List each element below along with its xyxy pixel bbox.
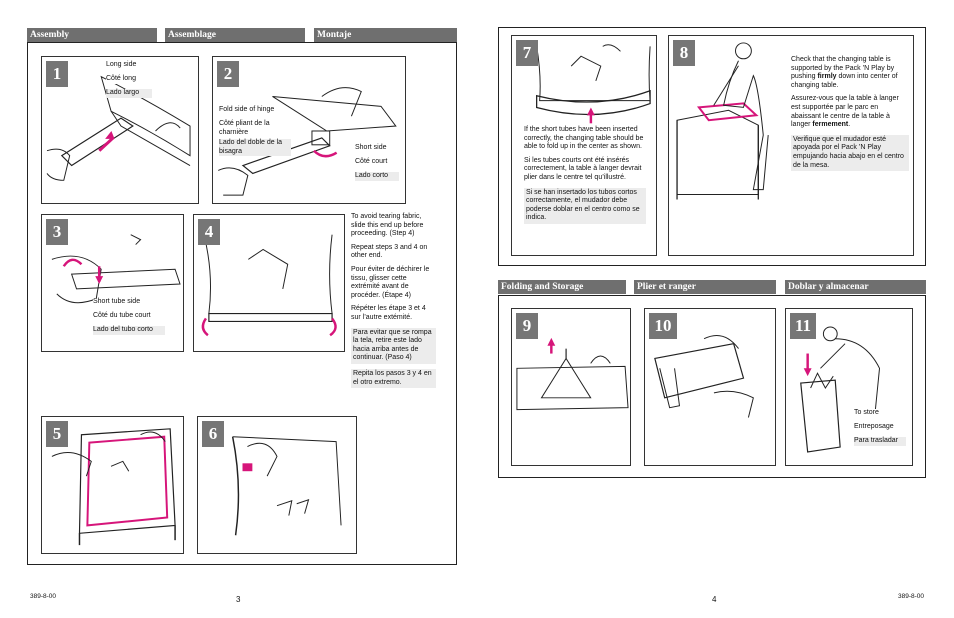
step-4-illustration xyxy=(201,234,337,337)
header-doblar-almacenar: Doblar y almacenar xyxy=(785,280,926,294)
step-8-text-fr: Assurez-vous que la table à langer est s… xyxy=(791,95,909,129)
step-7-text-en: If the short tubes have been inserted co… xyxy=(524,126,644,151)
step-6-number: 6 xyxy=(202,421,224,447)
header-montaje: Montaje xyxy=(314,28,457,42)
step-3-illustration xyxy=(51,234,181,304)
step-8-fr-post: . xyxy=(848,121,851,129)
step-5-panel: 5 xyxy=(41,416,184,554)
step-10-illustration xyxy=(654,335,754,418)
step-10-number: 10 xyxy=(649,313,677,339)
step-8-panel: 8 Check that the changing table is suppo… xyxy=(668,35,914,256)
step-11-illustration xyxy=(800,326,881,453)
step-3-number: 3 xyxy=(46,219,68,245)
instruction-en-2: Repeat steps 3 and 4 on other end. xyxy=(351,243,428,260)
instruction-en-1: To avoid tearing fabric, slide this end … xyxy=(351,213,424,238)
step-9-panel: 9 xyxy=(511,308,631,466)
step-8-en-pre: Check that the changing table is support… xyxy=(791,56,895,81)
step-5-illustration xyxy=(51,428,176,546)
step-1-number: 1 xyxy=(46,61,68,87)
step-8-en-post: down into center of changing table. xyxy=(791,73,898,89)
left-page-frame xyxy=(27,42,457,565)
step-7-text-fr: Si les tubes courts ont été insérés corr… xyxy=(524,156,642,181)
right-page-frame-top xyxy=(498,27,926,266)
right-footer-code: 389-8-00 xyxy=(898,593,925,600)
step-2-illustration xyxy=(218,87,397,196)
step-2-hinge-label-es: Lado del doble de la bisagra xyxy=(219,139,291,156)
step-8-number: 8 xyxy=(673,40,695,66)
step-11-label-en: To store xyxy=(854,409,879,418)
step-4-panel: 4 xyxy=(193,214,345,352)
step-7-text-es: Si se han insertado los tubos cortos cor… xyxy=(524,187,646,224)
header-folding-storage: Folding and Storage xyxy=(498,280,626,294)
step-4-number: 4 xyxy=(198,219,220,245)
step-7-illustration xyxy=(536,44,651,124)
step-2-hinge-label-fr: Côté pliant de la charnière xyxy=(219,120,281,137)
header-assemblage: Assemblage xyxy=(165,28,305,42)
step-6-panel: 6 xyxy=(197,416,357,554)
step-2-hinge-label-en: Fold side of hinge xyxy=(219,106,275,115)
step-1-illustration xyxy=(46,75,191,181)
step-11-label-es: Para trasladar xyxy=(854,437,906,446)
header-assembly: Assembly xyxy=(27,28,157,42)
step-11-number: 11 xyxy=(790,313,816,339)
right-page-frame-bottom xyxy=(498,295,926,478)
left-page-number: 3 xyxy=(236,595,241,604)
step-3-panel: 3 Short tube side Côté du tube court Lad… xyxy=(41,214,184,352)
step-11-panel: 11 To store Entreposage Para trasladar xyxy=(785,308,913,466)
right-page-number: 4 xyxy=(712,595,717,604)
instruction-es-2: Repita los pasos 3 y 4 en el otro extrem… xyxy=(351,368,436,389)
step-1-label-fr: Côté long xyxy=(106,75,136,84)
step-7-number: 7 xyxy=(516,40,538,66)
step-8-text-en: Check that the changing table is support… xyxy=(791,56,909,90)
step-3-label-es: Lado del tubo corto xyxy=(93,326,165,335)
step-10-panel: 10 xyxy=(644,308,776,466)
step-8-illustration xyxy=(676,42,769,200)
step-8-fr-pre: Assurez-vous que la table à langer est s… xyxy=(791,95,899,129)
step-9-illustration xyxy=(516,337,629,411)
step-3-label-fr: Côté du tube court xyxy=(93,312,151,321)
steps-3-4-instructions: To avoid tearing fabric, slide this end … xyxy=(351,213,436,393)
step-2-number: 2 xyxy=(217,61,239,87)
step-2-short-label-fr: Côté court xyxy=(355,158,388,167)
step-8-en-bold: firmly xyxy=(817,73,837,81)
step-5-number: 5 xyxy=(46,421,68,447)
instruction-fr-1: Pour éviter de déchirer le tissu, glisse… xyxy=(351,265,430,299)
instruction-es-1: Para evitar que se rompa la tela, retire… xyxy=(351,327,436,364)
step-8-text-es: Verifique que el mudador esté apoyada po… xyxy=(791,134,909,172)
step-1-label-es: Lado largo xyxy=(106,89,152,98)
step-3-label-en: Short tube side xyxy=(93,298,141,307)
left-footer-code: 389-8-00 xyxy=(30,593,57,600)
step-2-short-label-es: Lado corto xyxy=(355,172,399,181)
header-plier-ranger: Plier et ranger xyxy=(634,280,776,294)
step-7-panel: 7 If the short tubes have been inserted … xyxy=(511,35,657,256)
step-8-fr-bold: fermement xyxy=(812,121,849,129)
step-1-label-en: Long side xyxy=(106,61,137,70)
step-2-short-label-en: Short side xyxy=(355,144,387,153)
step-11-label-fr: Entreposage xyxy=(854,423,894,432)
step-1-panel: 1 Long side Côté long Lado largo xyxy=(41,56,199,204)
instruction-fr-2: Répéter les étape 3 et 4 sur l’autre ext… xyxy=(351,305,426,321)
step-9-number: 9 xyxy=(516,313,538,339)
step-2-panel: 2 Fold side of hinge Côté pliant de la c… xyxy=(212,56,406,204)
step-6-illustration xyxy=(231,436,342,536)
